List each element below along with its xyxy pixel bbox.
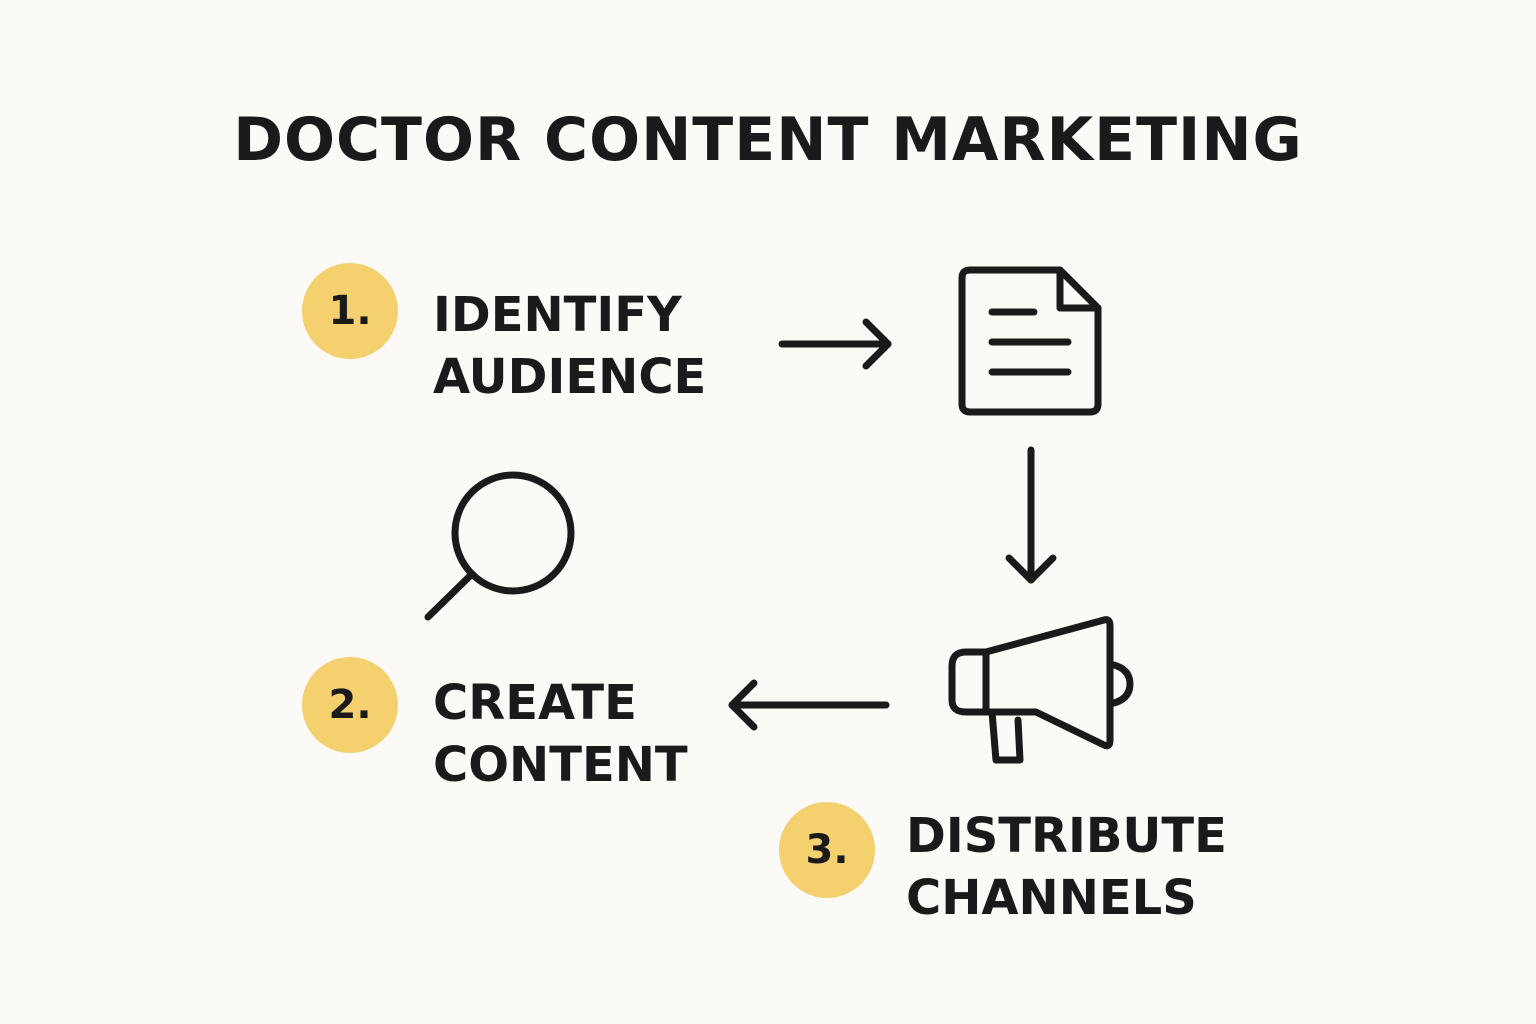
step-2-label-line-2: CONTENT [433,737,688,793]
step-1-label-line-2: AUDIENCE [433,349,707,405]
step-2-label-line-1: CREATE [433,675,637,731]
magnifying-glass-icon [424,471,575,621]
step-1-label-line-1: IDENTIFY [433,287,682,343]
step-2-number-badge: 2. [302,657,398,753]
megaphone-icon [948,616,1134,764]
document-icon [958,266,1102,416]
step-3-label-line-2: CHANNELS [906,870,1197,926]
step-3-label-line-1: DISTRIBUTE [906,808,1227,864]
step-1-number-badge: 1. [302,263,398,359]
diagram-title: DOCTOR CONTENT MARKETING [233,105,1303,175]
step-1-label: IDENTIFY AUDIENCE [433,284,706,408]
step-3-number-badge: 3. [779,802,875,898]
step-3-label: DISTRIBUTE CHANNELS [906,805,1227,929]
step-2-label: CREATE CONTENT [433,672,688,796]
arrow-right-icon [778,318,892,370]
arrow-down-icon [1005,446,1057,584]
arrow-left-icon [728,679,890,731]
